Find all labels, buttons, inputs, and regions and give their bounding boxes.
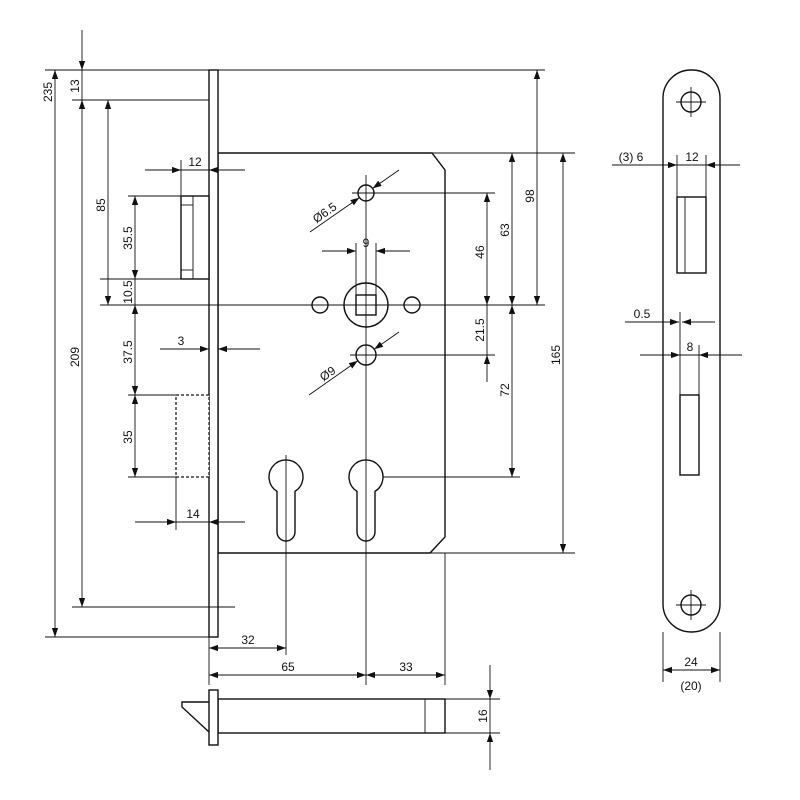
label-0-5: 0.5	[634, 307, 651, 321]
label-35-5: 35.5	[121, 226, 135, 250]
strike-plate-view: (3) 6 12 0.5 8 24 (20)	[612, 69, 742, 693]
dimensions-right: 46 21.5 63 72 98 165	[218, 69, 575, 554]
label-21-5: 21.5	[473, 318, 487, 342]
label-20: (20)	[680, 679, 701, 693]
latch-opening	[676, 196, 707, 274]
label-24: 24	[684, 655, 698, 669]
latch-bolt-outline	[180, 195, 210, 280]
latch-bolt	[180, 195, 210, 280]
cylinder-cutout-left	[268, 459, 304, 542]
label-235: 235	[41, 82, 55, 102]
label-209: 209	[68, 347, 82, 367]
label-33: 33	[399, 660, 413, 674]
label-37-5: 37.5	[121, 340, 135, 364]
label-98: 98	[523, 189, 537, 203]
dimensions-left: 235 13 209 85 35.5 10.5 37.5 35	[41, 30, 235, 638]
label-8: 8	[687, 340, 694, 354]
screw-hole-top	[676, 87, 706, 117]
cylinder-cutout-right	[348, 459, 384, 542]
screw-hole-bottom	[676, 590, 706, 620]
leader-hole-6-5-lower	[309, 197, 360, 233]
label-16: 16	[476, 709, 490, 723]
leader-hole-9-lower	[308, 360, 359, 396]
label-3: 3	[178, 334, 185, 348]
label-85: 85	[94, 198, 108, 212]
latch-wedge	[181, 701, 210, 733]
label-12: 12	[188, 155, 202, 169]
bolt-side-view: 16	[181, 665, 500, 770]
dimensions-horizontal: 12 3 14 32 65 33	[135, 155, 446, 685]
label-14: 14	[186, 507, 200, 521]
label-65: 65	[281, 660, 295, 674]
label-165: 165	[549, 345, 563, 365]
lock-main-view	[100, 69, 545, 685]
label-10-5: 10.5	[121, 280, 135, 304]
label-strike-12: 12	[685, 150, 699, 164]
label-3-6: (3) 6	[619, 150, 644, 164]
bolt-body	[217, 698, 446, 734]
label-63: 63	[498, 223, 512, 237]
label-32: 32	[241, 633, 255, 647]
label-46: 46	[473, 245, 487, 259]
deadbolt-opening	[679, 394, 700, 476]
label-35: 35	[121, 430, 135, 444]
label-13: 13	[68, 79, 82, 93]
label-9: 9	[363, 236, 370, 250]
leader-hole-9-upper	[373, 331, 400, 350]
bolt-faceplate-section	[208, 689, 219, 746]
leader-hole-6-5-upper	[372, 169, 400, 189]
deadbolt	[175, 394, 210, 478]
faceplate	[208, 69, 219, 638]
label-72: 72	[498, 383, 512, 397]
